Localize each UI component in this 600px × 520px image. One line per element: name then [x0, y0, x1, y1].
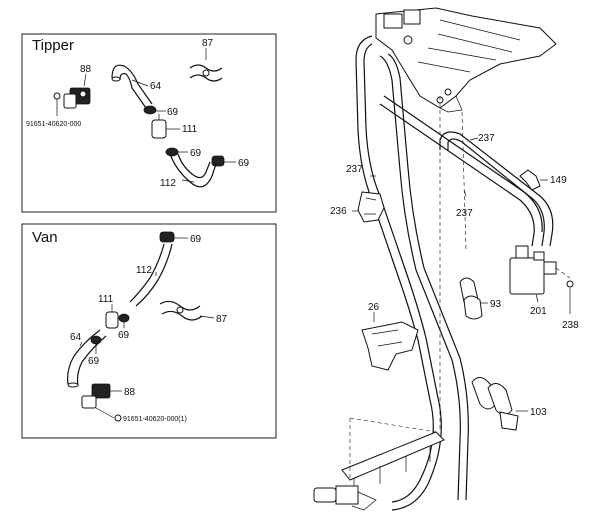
tipper-panel-frame	[21, 33, 277, 213]
van-clip-69a	[159, 231, 188, 243]
van-clip-69c	[90, 335, 102, 354]
van-panel-frame	[21, 223, 277, 439]
van-label-111: 111	[98, 294, 114, 305]
label-237b: 237	[478, 133, 495, 144]
tipper-clip-69b	[165, 147, 188, 157]
van-label-88: 88	[124, 387, 136, 398]
van-label-69c: 69	[88, 356, 100, 367]
label-201: 201	[530, 306, 547, 317]
tipper-label-88: 88	[80, 64, 92, 75]
tipper-connector-111	[151, 114, 180, 139]
tipper-label-112: 112	[160, 178, 176, 189]
van-panel: Van 69 112 111 69	[21, 223, 277, 439]
tipper-label-bolt: 91651-40620-000	[26, 121, 81, 128]
van-label-112: 112	[136, 265, 152, 276]
label-26: 26	[368, 302, 380, 313]
van-connector-111	[105, 304, 119, 329]
label-103: 103	[530, 407, 547, 418]
tipper-label-111: 111	[182, 124, 198, 135]
tipper-label-69b: 69	[190, 148, 202, 159]
label-237a: 237	[346, 164, 363, 175]
bracket-236	[352, 191, 385, 223]
intake-manifold	[375, 7, 557, 113]
van-label-64: 64	[70, 332, 82, 343]
tipper-clip-87	[189, 48, 223, 82]
clip-103	[471, 377, 528, 431]
van-label-87: 87	[216, 314, 228, 325]
van-bolt-icon	[95, 407, 122, 422]
clip-149	[519, 169, 548, 191]
valve-201	[509, 245, 571, 303]
label-237c: 237	[456, 208, 473, 219]
clip-93	[459, 277, 488, 320]
hose-237-right	[379, 95, 554, 247]
tipper-clip-69c	[211, 155, 236, 167]
fuel-rail	[313, 431, 445, 511]
label-93: 93	[490, 299, 502, 310]
van-clip-69b	[118, 313, 130, 328]
tipper-hose-64	[111, 64, 153, 109]
tipper-hose-112	[169, 153, 217, 188]
tipper-clip-69a	[143, 105, 166, 115]
van-label-69b: 69	[118, 330, 130, 341]
main-assembly: 237 237 237 149 236	[313, 7, 579, 511]
tipper-clamp-88	[63, 73, 91, 109]
van-clip-87	[159, 300, 215, 321]
bolt-238	[566, 280, 574, 314]
reference-lines	[349, 96, 467, 478]
tipper-label-69a: 69	[167, 107, 179, 118]
label-238: 238	[562, 320, 579, 331]
van-title: Van	[32, 229, 58, 246]
tipper-bolt-icon	[53, 92, 61, 116]
tipper-label-64: 64	[150, 81, 162, 92]
tipper-title: Tipper	[32, 37, 74, 54]
tipper-label-87: 87	[202, 38, 214, 49]
label-236: 236	[330, 206, 347, 217]
hose-237-left	[355, 35, 469, 511]
van-label-69a: 69	[190, 234, 202, 245]
label-149: 149	[550, 175, 567, 186]
van-clamp-88	[81, 383, 122, 409]
van-hose-112	[129, 243, 173, 307]
bracket-26	[361, 312, 419, 371]
tipper-panel: Tipper 87 88 91651-40620-000	[21, 33, 277, 213]
tipper-label-69c: 69	[238, 158, 250, 169]
van-label-bolt: 91651-40620-000(1)	[123, 416, 187, 423]
